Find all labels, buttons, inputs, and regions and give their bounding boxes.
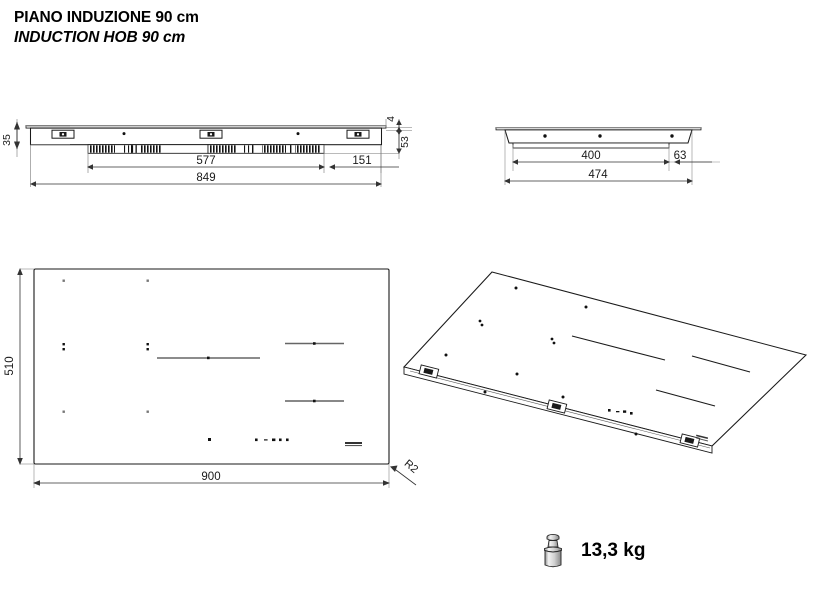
side-elevation-view: 400 63 474 [495,127,720,185]
dim-label-400: 400 [581,150,600,162]
zone-divider-lines [157,342,344,403]
dim-top-900: 900 [33,471,390,486]
top-plan-view: 510 900 R2 [4,268,420,488]
calibration-weight-icon [544,533,562,568]
dim-front-151: 151 [329,155,399,170]
front-elevation-view: 35 4 53 577 151 [1,116,412,187]
dim-front-577: 577 [87,155,325,170]
dim-front-849: 849 [30,172,382,187]
iso-clip-left [418,364,440,379]
front-locating-dots [122,132,300,136]
dim-front-35: 35 [1,121,20,150]
top-extension-lines [20,268,390,488]
title-block: PIANO INDUZIONE 90 cm INDUCTION HOB 90 c… [14,8,199,48]
side-locating-dots [543,134,674,138]
iso-clip-right [679,433,701,448]
dim-top-510: 510 [4,268,23,465]
bracket-left [51,129,75,139]
weight-block: 13,3 kg [536,531,645,571]
dim-side-474: 474 [504,169,693,184]
dim-label-577: 577 [196,155,215,167]
iso-zone-lines [571,335,751,407]
dim-label-35: 35 [1,134,13,146]
isometric-perspective-view [403,271,808,454]
dim-label-4: 4 [385,116,397,122]
dim-side-63: 63 [674,150,712,165]
weight-value: 13,3 kg [581,540,646,561]
iso-clip-center [546,399,568,414]
hob-outline [33,268,390,465]
bracket-right [346,129,370,139]
dim-label-151: 151 [352,155,371,167]
iso-brand-logo [696,434,709,442]
iso-control-markers [608,409,633,415]
brand-logo [345,442,362,447]
dim-label-849: 849 [196,172,215,184]
dim-label-510: 510 [4,356,16,375]
zone-corner-markers [62,279,149,413]
side-component-strip [512,142,670,149]
control-panel-markers [208,438,289,442]
iso-surface-markers [444,286,638,436]
title-italian: PIANO INDUZIONE 90 cm [14,9,199,26]
iso-mounting-clips [418,364,701,448]
title-english: INDUCTION HOB 90 cm [14,28,186,46]
front-component-strip [87,144,325,154]
dim-side-400: 400 [512,150,670,165]
dim-label-53: 53 [399,136,411,148]
dim-label-474: 474 [588,169,608,181]
dim-label-63: 63 [674,150,687,162]
front-mounting-brackets [51,129,370,139]
dim-front-53: 53 [396,126,411,154]
bracket-center [199,129,223,139]
dim-label-900: 900 [201,471,220,483]
